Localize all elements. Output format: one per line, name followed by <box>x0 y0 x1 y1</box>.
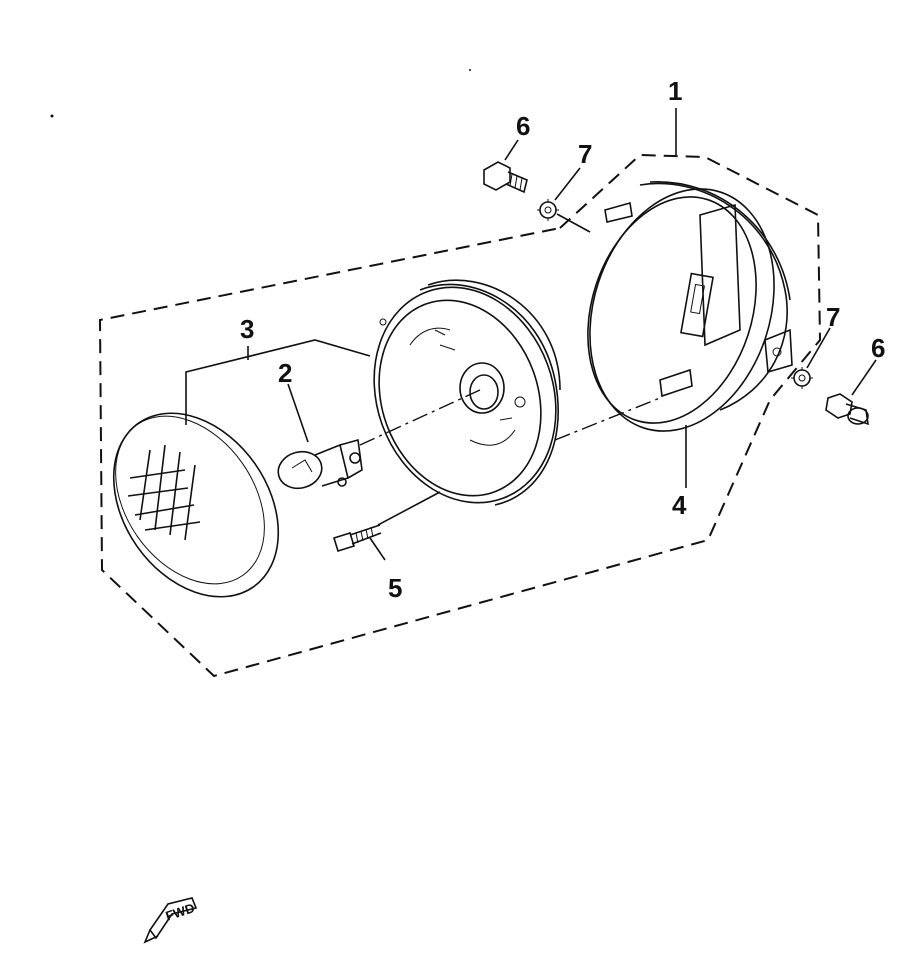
callout-part-4: 4 <box>672 490 687 520</box>
lock-washer-top <box>537 199 559 221</box>
callout-part-1: 1 <box>668 76 682 106</box>
callout-part-2: 2 <box>278 358 292 388</box>
fwd-arrow-icon: FWD <box>143 897 198 944</box>
adjusting-screw <box>333 524 382 553</box>
headlight-bulb <box>277 438 363 490</box>
callout-part-3: 3 <box>240 314 254 344</box>
bolt-right <box>825 393 869 426</box>
stray-mark <box>469 69 471 71</box>
callout-part-7-right: 7 <box>826 302 840 332</box>
assembly-group-boundary <box>98 153 822 678</box>
bolt-top <box>483 161 528 194</box>
callout-part-5: 5 <box>388 573 402 603</box>
headlight-housing <box>587 181 793 432</box>
leader-lines <box>185 108 877 561</box>
callout-part-6-right: 6 <box>871 333 885 363</box>
headlight-lens <box>112 412 280 598</box>
callout-part-7-top: 7 <box>578 139 592 169</box>
stray-mark <box>50 114 54 118</box>
lock-washer-right <box>791 367 813 389</box>
callout-part-6-top: 6 <box>516 111 530 141</box>
headlight-reflector-unit <box>373 279 561 506</box>
